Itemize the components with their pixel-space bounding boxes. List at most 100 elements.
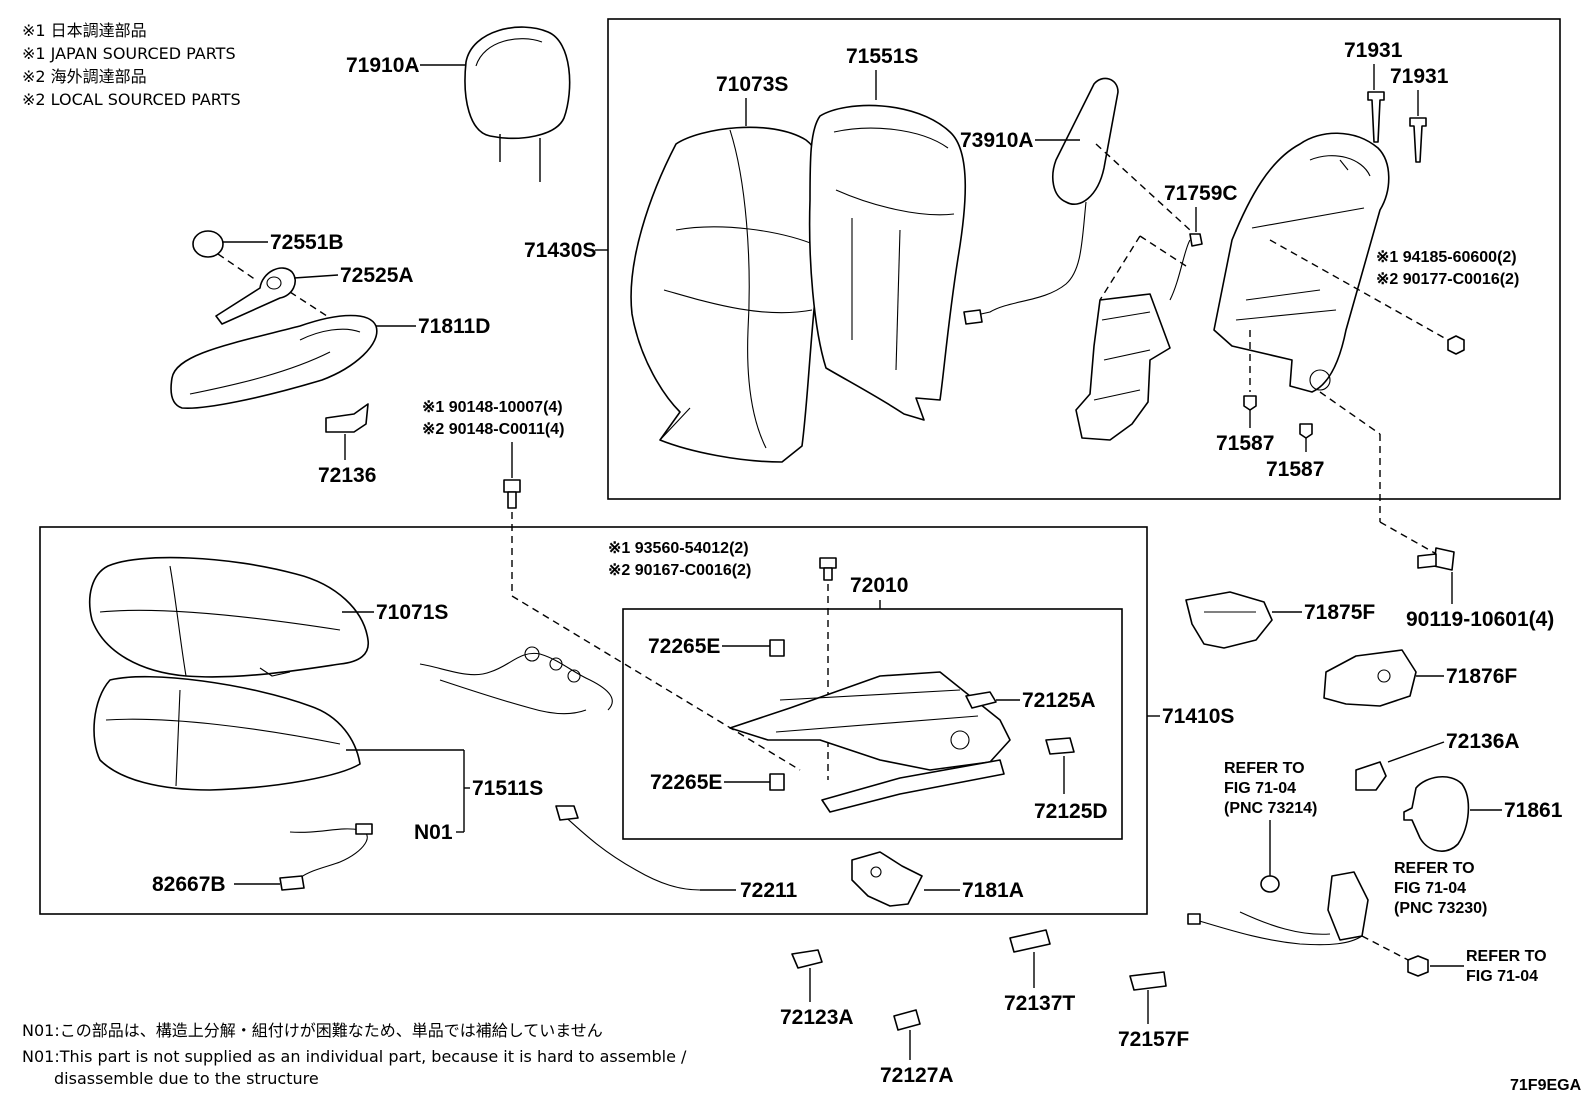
note-local-en: ※2 LOCAL SOURCED PARTS (22, 90, 241, 109)
cushion-pad-part[interactable] (93, 675, 361, 791)
label-72136A: 72136A (1446, 730, 1520, 753)
label-72125A: 72125A (1022, 689, 1096, 712)
bolt-93560[interactable] (819, 557, 837, 581)
wire-72211-part[interactable] (555, 805, 701, 891)
figure-code: 71F9EGA (1510, 1077, 1582, 1094)
pin-71931-b[interactable] (1409, 117, 1427, 163)
sensor-harness-part[interactable] (279, 823, 373, 891)
label-71910A: 71910A (346, 54, 420, 77)
ref3-line1: REFER TO (1466, 948, 1547, 965)
lumbar-support-part[interactable] (1075, 239, 1191, 441)
seatback-cover-part[interactable] (630, 126, 826, 463)
label-90148-japan: ※1 90148-10007(4) (422, 399, 563, 416)
label-71759C: 71759C (1164, 182, 1238, 205)
ref1-line1: REFER TO (1224, 760, 1305, 777)
label-73910A: 73910A (960, 129, 1034, 152)
label-72157F: 72157F (1118, 1028, 1189, 1051)
clip-72137T[interactable] (1009, 929, 1051, 953)
bolt-90148[interactable] (503, 479, 521, 509)
clip-71587-b[interactable] (1299, 423, 1313, 439)
ref2-line1: REFER TO (1394, 860, 1475, 877)
headrest-part[interactable] (464, 26, 571, 182)
cover-71875F-part[interactable] (1185, 591, 1273, 649)
label-71811D: 71811D (418, 315, 490, 338)
seatback-pad-part[interactable] (808, 104, 967, 421)
label-72265E-b: 72265E (650, 771, 722, 794)
recliner-lever-part[interactable] (215, 267, 296, 325)
label-71410S: 71410S (1162, 705, 1234, 728)
seat-cushion-assembly-box (39, 526, 1148, 915)
side-shield-part[interactable] (170, 314, 378, 410)
cover-71876F-part[interactable] (1323, 649, 1417, 707)
label-72010: 72010 (850, 574, 908, 597)
note-japan-en: ※1 JAPAN SOURCED PARTS (22, 44, 236, 63)
clip-72265E-b[interactable] (769, 773, 785, 791)
label-90177: ※2 90177-C0016(2) (1376, 271, 1519, 288)
label-71861: 71861 (1504, 799, 1563, 822)
label-82667B: 82667B (152, 873, 226, 896)
label-71931-b: 71931 (1390, 65, 1449, 88)
clip-71587-a[interactable] (1243, 395, 1257, 411)
armrest-cap-part[interactable] (192, 230, 224, 258)
label-71430S: 71430S (524, 239, 596, 262)
cap-72125D[interactable] (1045, 737, 1075, 755)
pin-71931-a[interactable] (1367, 91, 1385, 143)
wire-harness-part[interactable] (419, 646, 613, 715)
note-japan-jp: ※1 日本調達部品 (22, 21, 147, 40)
label-72123A: 72123A (780, 1006, 854, 1029)
ref1-line3: (PNC 73214) (1224, 800, 1317, 817)
label-72125D: 72125D (1034, 800, 1108, 823)
ref1-line2: FIG 71-04 (1224, 780, 1296, 797)
footnote-en-1: N01:This part is not supplied as an indi… (22, 1047, 687, 1066)
clip-72127A[interactable] (893, 1009, 921, 1031)
cap-72125A[interactable] (965, 691, 997, 709)
clip-72157F[interactable] (1129, 971, 1167, 991)
switch-72136A-part[interactable] (1355, 761, 1387, 791)
label-72211: 72211 (740, 879, 798, 902)
label-7181A: 7181A (962, 879, 1024, 902)
ref2-line2: FIG 71-04 (1394, 880, 1466, 897)
label-71073S: 71073S (716, 73, 788, 96)
nut-ref-fig-71-04[interactable] (1407, 955, 1429, 977)
label-72136: 72136 (318, 464, 376, 487)
note-local-jp: ※2 海外調達部品 (22, 67, 147, 86)
label-71876F: 71876F (1446, 665, 1517, 688)
bracket-7181A-part[interactable] (851, 851, 923, 907)
seat-adjuster-box (622, 608, 1123, 840)
nut-94185[interactable] (1447, 335, 1465, 355)
label-71551S: 71551S (846, 45, 918, 68)
seatback-assembly-box (607, 18, 1561, 500)
footnote-en-2: disassemble due to the structure (54, 1069, 319, 1088)
label-94185: ※1 94185-60600(2) (1376, 249, 1517, 266)
bolt-90119[interactable] (1417, 547, 1455, 571)
label-71511S: 71511S (472, 777, 543, 800)
label-90167: ※2 90167-C0016(2) (608, 562, 751, 579)
clip-72123A[interactable] (791, 949, 823, 969)
footnotes: N01:この部品は、構造上分解・組付けが困難なため、単品では補給していません N… (22, 1021, 687, 1088)
label-90119: 90119-10601(4) (1406, 608, 1554, 631)
label-72525A: 72525A (340, 264, 414, 287)
clip-72265E-a[interactable] (769, 639, 785, 657)
label-72127A: 72127A (880, 1064, 954, 1087)
footnote-jp: N01:この部品は、構造上分解・組付けが困難なため、単品では補給していません (22, 1021, 603, 1040)
airbag-part-73910A[interactable] (963, 77, 1119, 325)
label-90148-local: ※2 90148-C0011(4) (422, 421, 564, 438)
clip-71759C[interactable] (1189, 233, 1203, 247)
seat-adjuster-part[interactable] (729, 671, 1011, 813)
seatback-frame-part[interactable] (1213, 132, 1390, 393)
label-93560: ※1 93560-54012(2) (608, 540, 749, 557)
label-71931-a: 71931 (1344, 39, 1403, 62)
label-N01: N01 (414, 821, 453, 844)
switch-part-72136[interactable] (325, 403, 369, 433)
label-71587-a: 71587 (1216, 432, 1274, 455)
sourcing-notes: ※1 日本調達部品 ※1 JAPAN SOURCED PARTS ※2 海外調達… (22, 21, 241, 109)
label-71071S: 71071S (376, 601, 448, 624)
label-72551B: 72551B (270, 231, 344, 254)
label-72265E-a: 72265E (648, 635, 720, 658)
cover-71861-part[interactable] (1403, 776, 1470, 852)
ref3-line2: FIG 71-04 (1466, 968, 1538, 985)
cushion-cover-part[interactable] (88, 556, 369, 678)
grommet-ref-73214[interactable] (1260, 875, 1280, 893)
ref2-line3: (PNC 73230) (1394, 900, 1487, 917)
